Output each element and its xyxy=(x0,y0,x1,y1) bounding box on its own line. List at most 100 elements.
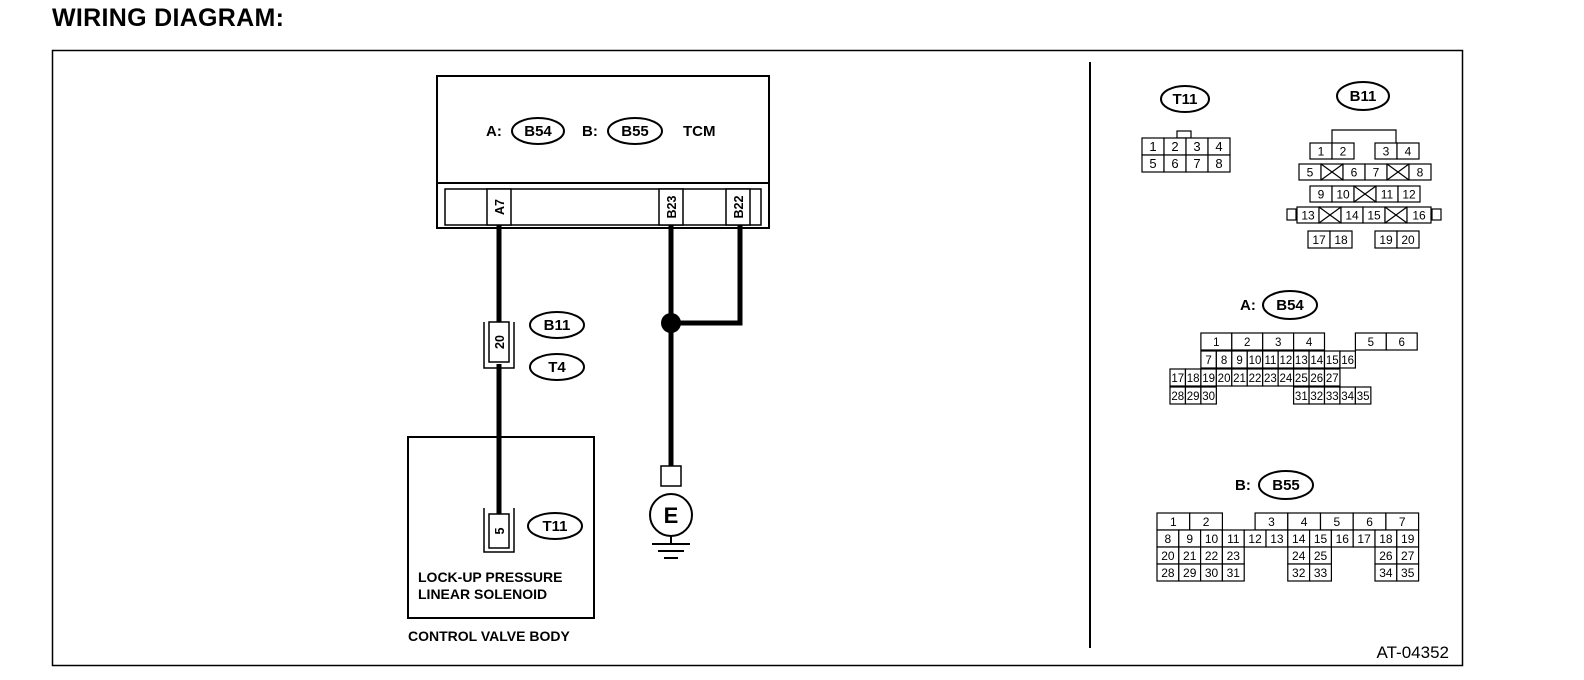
conn-b55-pin-2-label: 2 xyxy=(1203,515,1210,529)
control-valve-body-label: CONTROL VALVE BODY xyxy=(408,628,570,644)
conn-b55-pin-19-label: 19 xyxy=(1401,532,1415,546)
inline-tag-2: T4 xyxy=(548,359,566,376)
conn-b11-blank-cross xyxy=(1320,163,1344,181)
conn-b55-pin-35-label: 35 xyxy=(1401,566,1415,580)
inline-connector: 20 B11 T4 xyxy=(483,311,585,381)
conn-t11-pin-2-label: 2 xyxy=(1171,139,1178,154)
conn-b54-pin-19-label: 19 xyxy=(1202,373,1215,385)
conn-b55-pin-10-label: 10 xyxy=(1205,532,1219,546)
conn-b11-pin-12-label: 12 xyxy=(1402,188,1416,202)
conn-b54-pin-35-cell xyxy=(1354,386,1372,405)
conn-b11-blank-cross xyxy=(1386,163,1410,181)
conn-b54-pin-3-label: 3 xyxy=(1275,337,1281,349)
conn-b11-pin-19-label: 19 xyxy=(1379,233,1393,247)
conn-b55-pin-23-label: 23 xyxy=(1227,549,1241,563)
conn-b55-pin-22-label: 22 xyxy=(1205,549,1219,563)
conn-b54-pin-2-label: 2 xyxy=(1244,337,1250,349)
conn-b55-tag: B55 xyxy=(1272,477,1300,494)
tcm-conn-b-oval xyxy=(607,117,663,145)
conn-b55-pin-35-cell xyxy=(1396,563,1420,582)
conn-t11-pin-8-cell xyxy=(1207,154,1231,173)
conn-b11-pin-18-cell xyxy=(1329,230,1353,249)
figure-code: AT-04352 xyxy=(1377,643,1449,662)
conn-b54-pin-27-cell xyxy=(1323,368,1341,387)
conn-b11-pin-12-cell xyxy=(1397,185,1421,203)
conn-b11-pin-8-cell xyxy=(1408,163,1432,181)
conn-b11-pin-16-label: 16 xyxy=(1412,209,1426,223)
conn-b54-pin-21-label: 21 xyxy=(1233,373,1246,385)
conn-b55-pin-3-label: 3 xyxy=(1268,515,1275,529)
conn-b11-pin-14-label: 14 xyxy=(1345,209,1359,223)
conn-b55-pin-8-label: 8 xyxy=(1165,532,1172,546)
conn-b11-tag-oval xyxy=(1336,81,1390,111)
inline-tag-1: B11 xyxy=(544,317,571,334)
conn-b54-pin-29-label: 29 xyxy=(1187,391,1200,403)
conn-b55-pin-28-label: 28 xyxy=(1161,566,1175,580)
conn-b54-tag: B54 xyxy=(1276,297,1304,314)
conn-b54-pin-6-label: 6 xyxy=(1399,337,1405,349)
inline-tag-oval-2 xyxy=(529,353,585,381)
conn-b55-pin-12-label: 12 xyxy=(1248,532,1262,546)
conn-b55-pin-20-label: 20 xyxy=(1161,549,1175,563)
conn-b11-pin-1-label: 1 xyxy=(1318,145,1325,159)
conn-b55-pin-9-label: 9 xyxy=(1186,532,1193,546)
conn-b55-prefix: B: xyxy=(1235,477,1251,494)
conn-b55-pin-4-label: 4 xyxy=(1301,515,1308,529)
conn-b54-pin-22-label: 22 xyxy=(1249,373,1262,385)
conn-b55-pin-14-label: 14 xyxy=(1292,532,1306,546)
conn-b55-pin-29-label: 29 xyxy=(1183,566,1197,580)
conn-b54-pin-24-label: 24 xyxy=(1279,373,1292,385)
conn-b54-tag-oval xyxy=(1262,290,1318,320)
conn-b54-pin-15-label: 15 xyxy=(1326,355,1339,367)
conn-b11-pin-13-label: 13 xyxy=(1301,209,1315,223)
conn-b54-pin-4-cell xyxy=(1292,332,1326,351)
conn-b54-pin-10-label: 10 xyxy=(1249,355,1262,367)
conn-b54-pin-27-label: 27 xyxy=(1326,373,1339,385)
wires xyxy=(496,225,743,514)
control-valve-body: 5 T11 LOCK-UP PRESSURE LINEAR SOLENOID xyxy=(407,436,595,619)
conn-t11-pin-7-label: 7 xyxy=(1193,156,1200,171)
conn-b11-pin-18-label: 18 xyxy=(1334,233,1348,247)
conn-b11-pin-4-cell xyxy=(1396,142,1420,160)
conn-b55-pin-18-label: 18 xyxy=(1379,532,1393,546)
conn-b55-pin-5-label: 5 xyxy=(1334,515,1341,529)
conn-b11-blank-cross xyxy=(1353,185,1377,203)
conn-b54-pin-13-label: 13 xyxy=(1295,355,1308,367)
conn-b55-pin-13-label: 13 xyxy=(1270,532,1284,546)
conn-t11-pin-3-label: 3 xyxy=(1193,139,1200,154)
pin-a7-label: A7 xyxy=(493,199,507,215)
conn-b55-pin-1-label: 1 xyxy=(1170,515,1177,529)
conn-b54-pin-4-label: 4 xyxy=(1306,337,1313,349)
conn-b55-pin-30-label: 30 xyxy=(1205,566,1219,580)
conn-b55-pin-34-label: 34 xyxy=(1379,566,1393,580)
conn-b54-pin-16-label: 16 xyxy=(1341,355,1354,367)
conn-b11-blank-cross xyxy=(1384,206,1408,224)
conn-b54-pin-34-label: 34 xyxy=(1341,391,1354,403)
conn-b11-pin-7-label: 7 xyxy=(1373,166,1380,180)
conn-b11-pin-15-label: 15 xyxy=(1367,209,1381,223)
conn-b11-pin-4-label: 4 xyxy=(1405,145,1412,159)
ground-label: E xyxy=(664,503,679,528)
conn-b55-pin-17-label: 17 xyxy=(1357,532,1371,546)
conn-b55-pin-26-label: 26 xyxy=(1379,549,1393,563)
splice-point xyxy=(661,313,681,333)
pin-a7-cell xyxy=(486,188,512,226)
conn-b55-pin-24-label: 24 xyxy=(1292,549,1306,563)
tcm-conn-a-prefix: A: xyxy=(486,123,502,140)
pin-b23-label: B23 xyxy=(665,195,679,218)
conn-b11-pin-2-cell xyxy=(1331,142,1355,160)
tcm-conn-a-oval xyxy=(511,117,565,145)
conn-b54-pin-30-cell xyxy=(1200,386,1217,405)
conn-b55-pin-25-label: 25 xyxy=(1314,549,1328,563)
conn-b54-pin-8-label: 8 xyxy=(1221,355,1227,367)
conn-b54-pin-18-label: 18 xyxy=(1187,373,1200,385)
conn-b11-pin-5-label: 5 xyxy=(1307,166,1314,180)
conn-b54-pin-12-label: 12 xyxy=(1279,355,1292,367)
conn-t11-pin-4-label: 4 xyxy=(1215,139,1222,154)
conn-b11-blank-cross xyxy=(1318,206,1342,224)
pin-b23-cell xyxy=(658,188,684,226)
conn-b54-pin-9-label: 9 xyxy=(1236,355,1242,367)
conn-b55-pin-32-label: 32 xyxy=(1292,566,1306,580)
